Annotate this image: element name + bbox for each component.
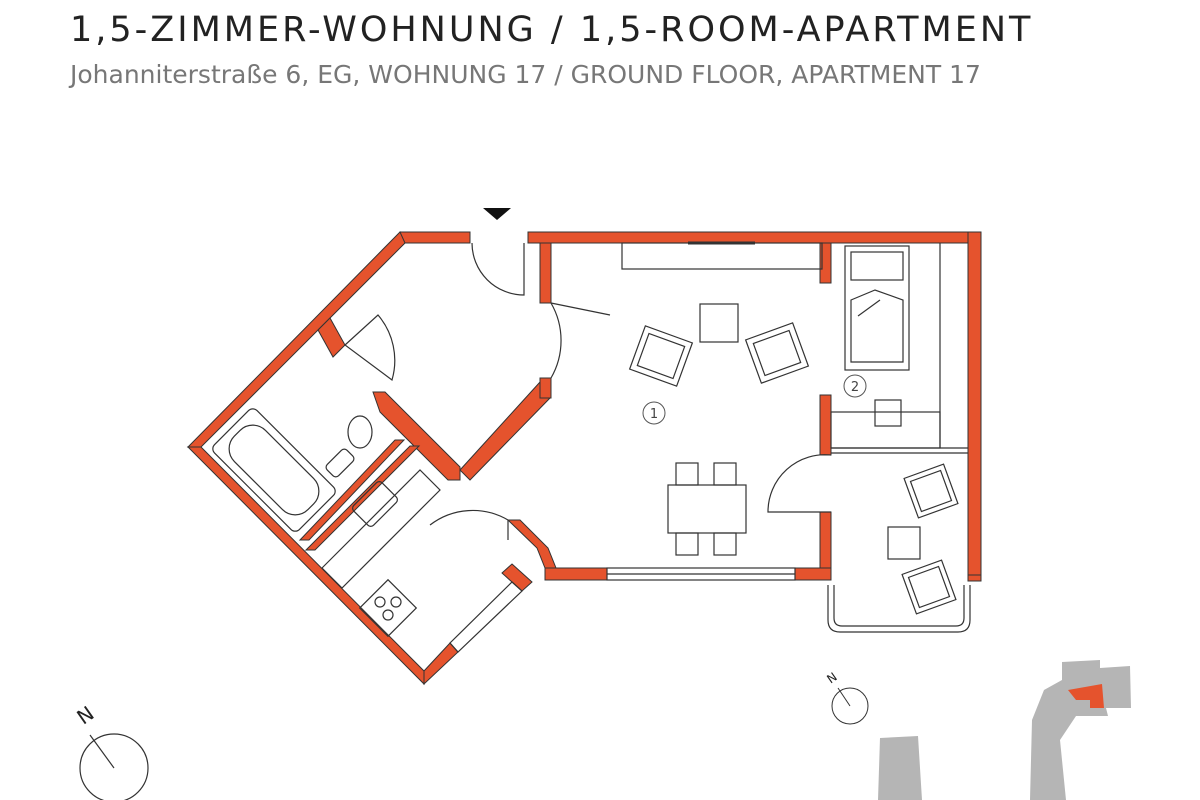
site-plan: [878, 660, 1131, 800]
site-highlight-apartment: [1068, 684, 1104, 708]
room-number: 1: [650, 407, 658, 422]
wall-bedroom-top: [819, 242, 832, 284]
site-building: [1030, 660, 1131, 800]
dining-table: [667, 484, 747, 534]
dining-chair: [675, 532, 699, 556]
loggia-balcony-inner: [833, 585, 965, 627]
page-subtitle: Johanniterstraße 6, EG, WOHNUNG 17 / GRO…: [70, 60, 981, 89]
armchair: [744, 322, 810, 384]
loggia-chair-inner: [907, 565, 951, 609]
toilet-bowl: [347, 415, 373, 449]
bed-pillow: [850, 251, 904, 281]
kitchen-sink: [352, 481, 398, 527]
loggia-door: [767, 454, 832, 513]
wall-bath-kitchen-2: [304, 445, 421, 551]
entry-door: [471, 242, 525, 296]
window-kitchen: [449, 581, 523, 653]
dining-chair: [713, 462, 737, 486]
wall-bedroom-mid: [819, 394, 832, 456]
wall-se-diagonal: [423, 642, 459, 686]
bed: [844, 245, 910, 371]
wall-bath-kitchen: [298, 439, 406, 541]
window-living-top: [621, 242, 823, 270]
armchair-inner: [636, 332, 686, 380]
coffee-table: [699, 303, 739, 343]
loggia-table: [887, 526, 921, 560]
living-door-leaf: [550, 302, 611, 316]
wall-entry-bottom: [506, 519, 557, 569]
loggia-balcony: [827, 585, 971, 633]
stove-burner: [382, 609, 394, 621]
site-compass-icon: N: [824, 670, 869, 725]
wall-inner-left: [539, 242, 552, 304]
site-compass-label: N: [824, 670, 839, 687]
dining-chair: [675, 462, 699, 486]
kitchen-door: [429, 509, 509, 540]
bath-door: [344, 314, 396, 381]
compass-icon: N: [72, 701, 149, 800]
wall-sw-diagonal: [186, 446, 425, 686]
armchair-inner: [752, 329, 802, 377]
wall-nw-diagonal: [186, 231, 406, 448]
room-label-1: 1: [642, 401, 666, 425]
kitchen-stove: [358, 578, 418, 638]
stove-burner: [390, 596, 402, 608]
room-number: 2: [851, 380, 859, 395]
bed-blanket-fold: [857, 299, 881, 317]
wall-inner-left-lower: [539, 377, 552, 399]
page-title: 1,5-ZIMMER-WOHNUNG / 1,5-ROOM-APARTMENT: [70, 10, 1034, 50]
bathtub: [212, 408, 336, 532]
wall-diagonal-living: [459, 381, 551, 481]
entrance-arrow-icon: [483, 208, 511, 220]
compass-label: N: [72, 701, 98, 729]
living-door: [550, 302, 562, 379]
bed-blanket: [850, 289, 904, 363]
wall-bath-inner: [372, 391, 461, 481]
desk-chair: [874, 399, 902, 427]
wall-bottom-right: [794, 567, 832, 581]
kitchen-counter: [321, 469, 441, 589]
desk: [830, 411, 941, 449]
toilet-tank: [325, 448, 355, 478]
bathtub-inner: [228, 424, 320, 516]
loggia-chair: [901, 559, 957, 615]
wall-loggia-stub: [967, 574, 982, 582]
fixtures: [212, 241, 971, 653]
wall-right-outer: [967, 231, 982, 581]
loggia-chair: [903, 463, 959, 519]
wall-bottom-left: [544, 567, 608, 581]
stove-burner: [374, 596, 386, 608]
loggia-chair-inner: [909, 469, 953, 513]
walls: [186, 231, 982, 686]
room-label-2: 2: [843, 374, 867, 398]
site-building: [878, 736, 922, 800]
wall-top-left: [399, 231, 471, 244]
wall-top-main: [527, 231, 982, 244]
dining-chair: [713, 532, 737, 556]
armchair: [628, 325, 694, 387]
